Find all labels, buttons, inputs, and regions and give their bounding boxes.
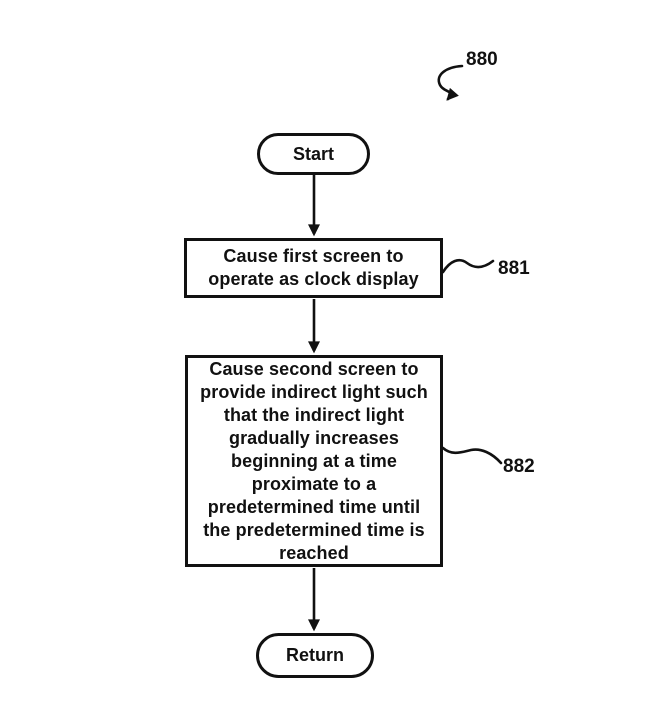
figure-ref-arrow xyxy=(437,64,464,101)
start-node: Start xyxy=(257,133,370,175)
process-node-882: Cause second screen to provide indirect … xyxy=(185,355,443,567)
figure-ref-label: 880 xyxy=(466,49,498,70)
process-node-881-label: Cause first screen to operate as clock d… xyxy=(208,246,419,289)
start-node-label: Start xyxy=(292,143,334,164)
process-node-882-label: Cause second screen to provide indirect … xyxy=(200,358,428,563)
ref-label-882: 882 xyxy=(503,456,535,477)
process-node-881: Cause first screen to operate as clock d… xyxy=(184,238,443,298)
return-node: Return xyxy=(256,633,374,678)
ref-label-881: 881 xyxy=(498,258,530,279)
return-node-label: Return xyxy=(286,645,344,665)
ref-leader-882 xyxy=(441,446,503,465)
ref-leader-881 xyxy=(441,259,495,274)
